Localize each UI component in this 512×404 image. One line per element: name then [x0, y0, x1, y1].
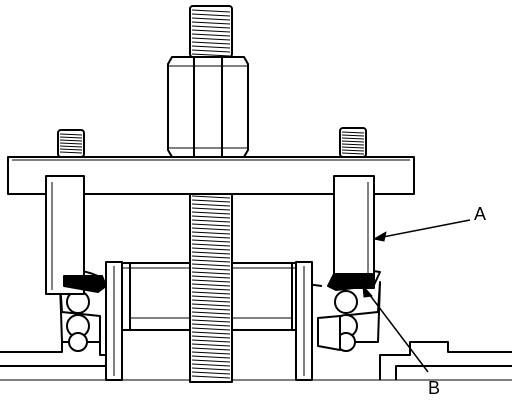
thread-line	[191, 219, 231, 223]
thread-line	[191, 283, 231, 287]
thread-line	[191, 319, 231, 323]
thread-line	[191, 267, 231, 271]
thread-line	[191, 323, 231, 327]
right-jaw-a	[327, 175, 375, 291]
screw-top	[189, 5, 233, 58]
thread-line	[191, 17, 231, 21]
thread-line	[191, 53, 231, 57]
thread-line	[191, 279, 231, 283]
callout-label-a: A	[474, 204, 486, 224]
thread-line	[191, 367, 231, 371]
thread-line	[59, 145, 83, 148]
thread-line	[191, 21, 231, 25]
thread-line	[341, 143, 365, 146]
thread-line	[341, 140, 365, 143]
thread-line	[191, 195, 231, 199]
thread-line	[191, 275, 231, 279]
thread-line	[191, 287, 231, 291]
thread-line	[191, 375, 231, 379]
callout-label-b: B	[428, 378, 440, 398]
center-hub	[105, 261, 313, 381]
left-jaw	[45, 175, 107, 295]
thread-line	[341, 134, 365, 137]
thread-line	[191, 291, 231, 295]
thread-line	[191, 223, 231, 227]
thread-line	[59, 142, 83, 145]
left-bearing	[59, 269, 117, 352]
thread-line	[341, 146, 365, 149]
thread-line	[191, 227, 231, 231]
thread-line	[191, 255, 231, 259]
thread-line	[191, 263, 231, 267]
thread-line	[191, 243, 231, 247]
thread-line	[59, 139, 83, 142]
thread-line	[191, 215, 231, 219]
thread-line	[59, 151, 83, 154]
thread-line	[59, 133, 83, 136]
center-nut	[167, 56, 249, 158]
thread-line	[191, 211, 231, 215]
leader-b	[362, 285, 429, 373]
thread-line	[191, 271, 231, 275]
thread-line	[191, 207, 231, 211]
right-bolt	[339, 127, 367, 158]
thread-line	[341, 149, 365, 152]
thread-line	[191, 13, 231, 17]
thread-line	[191, 29, 231, 33]
thread-line	[191, 25, 231, 29]
left-bolt	[57, 129, 85, 158]
thread-line	[191, 311, 231, 315]
thread-line	[191, 315, 231, 319]
thread-line	[191, 41, 231, 45]
thread-line	[191, 9, 231, 13]
thread-line	[191, 327, 231, 331]
thread-line	[341, 137, 365, 140]
thread-line	[191, 335, 231, 339]
leader-a	[373, 219, 471, 242]
thread-line	[59, 136, 83, 139]
thread-line	[191, 359, 231, 363]
thread-line	[191, 343, 231, 347]
thread-line	[191, 235, 231, 239]
thread-line	[191, 295, 231, 299]
threaded-shaft	[189, 189, 233, 383]
thread-line	[191, 307, 231, 311]
thread-line	[191, 339, 231, 343]
thread-line	[191, 49, 231, 53]
thread-line	[191, 303, 231, 307]
thread-line	[191, 299, 231, 303]
thread-line	[191, 37, 231, 41]
thread-line	[191, 239, 231, 243]
thread-line	[191, 251, 231, 255]
thread-line	[191, 231, 231, 235]
thread-line	[191, 351, 231, 355]
thread-line	[191, 331, 231, 335]
thread-line	[191, 363, 231, 367]
thread-line	[191, 33, 231, 37]
thread-line	[191, 199, 231, 203]
thread-line	[341, 131, 365, 134]
thread-line	[191, 371, 231, 375]
thread-line	[191, 247, 231, 251]
thread-line	[191, 45, 231, 49]
thread-line	[191, 259, 231, 263]
thread-line	[59, 148, 83, 151]
thread-line	[191, 355, 231, 359]
thread-line	[191, 203, 231, 207]
thread-line	[191, 347, 231, 351]
thread-line	[341, 152, 365, 155]
